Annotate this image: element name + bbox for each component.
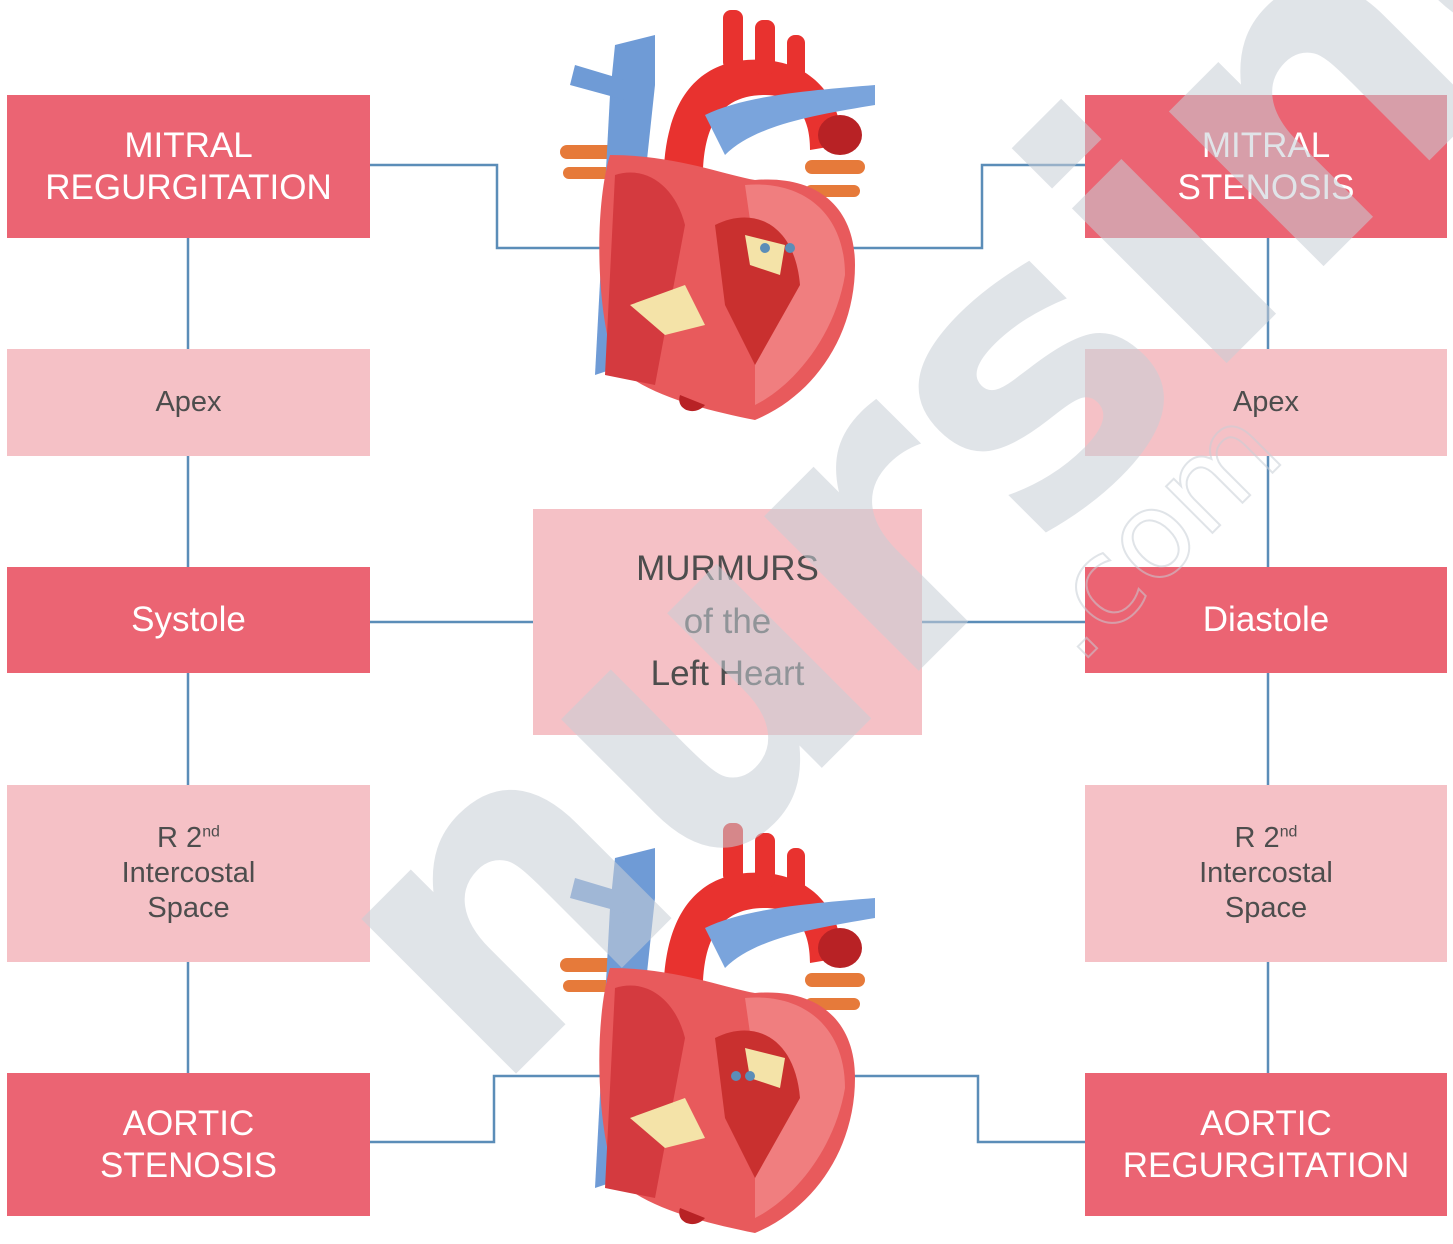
left-intercostal-line2: Intercostal (122, 856, 256, 891)
right-apex-label: Apex (1233, 385, 1299, 420)
center-title-line1: MURMURS (636, 543, 819, 596)
mitral-regurgitation-box: MITRAL REGURGITATION (7, 95, 370, 238)
right-intercostal-line2: Intercostal (1199, 856, 1333, 891)
center-title-line3: Left Heart (651, 648, 805, 701)
right-intercostal-box: R 2nd Intercostal Space (1085, 785, 1447, 962)
heart-illustration-top (555, 5, 900, 425)
mitral-stenosis-line1: MITRAL (1202, 125, 1330, 167)
aortic-regurgitation-line2: REGURGITATION (1123, 1145, 1409, 1187)
heart-icon (560, 823, 875, 1233)
aortic-regurgitation-box: AORTIC REGURGITATION (1085, 1073, 1447, 1216)
diastole-box: Diastole (1085, 567, 1447, 673)
left-intercostal-box: R 2nd Intercostal Space (7, 785, 370, 962)
heart-icon (560, 10, 875, 420)
center-title-box: MURMURS of the Left Heart (533, 509, 922, 735)
aortic-stenosis-line1: AORTIC (123, 1103, 255, 1145)
diastole-label: Diastole (1203, 599, 1329, 641)
right-apex-box: Apex (1085, 349, 1447, 456)
aortic-regurgitation-line1: AORTIC (1200, 1103, 1332, 1145)
aortic-stenosis-line2: STENOSIS (100, 1145, 277, 1187)
right-intercostal-line1: R 2nd (1235, 821, 1298, 856)
systole-box: Systole (7, 567, 370, 673)
right-intercostal-line3: Space (1225, 891, 1307, 926)
heart-illustration-bottom (555, 818, 900, 1238)
mitral-stenosis-box: MITRAL STENOSIS (1085, 95, 1447, 238)
left-intercostal-line3: Space (147, 891, 229, 926)
mitral-stenosis-line2: STENOSIS (1178, 167, 1355, 209)
aortic-stenosis-box: AORTIC STENOSIS (7, 1073, 370, 1216)
left-intercostal-line1: R 2nd (157, 821, 220, 856)
mitral-regurgitation-line1: MITRAL (124, 125, 252, 167)
systole-label: Systole (131, 599, 246, 641)
mitral-regurgitation-line2: REGURGITATION (45, 167, 331, 209)
center-title-line2: of the (684, 596, 772, 649)
left-apex-box: Apex (7, 349, 370, 456)
left-apex-label: Apex (155, 385, 221, 420)
